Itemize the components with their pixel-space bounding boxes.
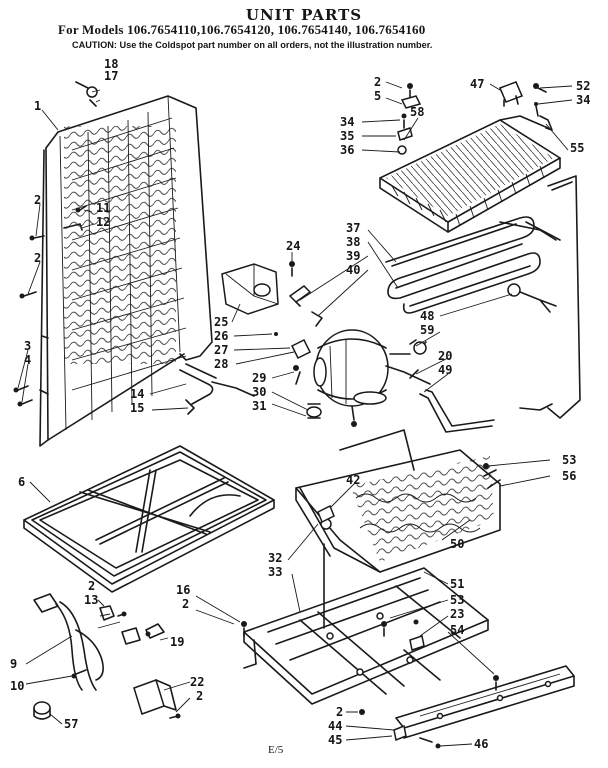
callout-55: 55 <box>570 141 584 155</box>
callout-2: 2 <box>196 689 203 703</box>
callout-34: 34 <box>576 93 590 107</box>
page-title: UNIT PARTS <box>245 6 363 24</box>
callout-17: 17 <box>104 69 118 83</box>
top-small-parts-drawing <box>397 81 553 155</box>
callout-42: 42 <box>346 473 360 487</box>
callout-15: 15 <box>130 401 144 415</box>
bottom-small-parts-drawing <box>33 543 499 749</box>
condenser-panel-drawing <box>39 95 213 447</box>
panel-screws-drawing <box>13 81 98 407</box>
condenser-coil-drawing <box>295 429 501 573</box>
callout-2: 2 <box>374 75 381 89</box>
callout-13: 13 <box>84 593 98 607</box>
callout-27: 27 <box>214 343 228 357</box>
callout-52: 52 <box>576 79 590 93</box>
callout-16: 16 <box>176 583 190 597</box>
callout-2: 2 <box>34 251 41 265</box>
defrost-heater-drawing <box>385 216 561 314</box>
callout-numbers: 1 18 17 2 11 12 2 3 4 14 15 24 25 26 27 … <box>10 57 590 751</box>
callout-39: 39 <box>346 249 360 263</box>
callout-51: 51 <box>450 577 464 591</box>
callout-36: 36 <box>340 143 354 157</box>
callout-2: 2 <box>88 579 95 593</box>
callout-1: 1 <box>34 99 41 113</box>
callout-3: 3 <box>24 339 31 353</box>
callout-32: 32 <box>268 551 282 565</box>
callout-20: 20 <box>438 349 452 363</box>
callout-45: 45 <box>328 733 342 747</box>
callout-34: 34 <box>340 115 354 129</box>
callout-22: 22 <box>190 675 204 689</box>
callout-49: 49 <box>438 363 452 377</box>
callout-35: 35 <box>340 129 354 143</box>
callout-59: 59 <box>420 323 434 337</box>
callout-50: 50 <box>450 537 464 551</box>
callout-28: 28 <box>214 357 228 371</box>
callout-26: 26 <box>214 329 228 343</box>
tubing-drawing <box>179 363 255 415</box>
callout-12: 12 <box>96 215 110 229</box>
model-numbers: For Models 106.7654110,106.7654120, 106.… <box>58 22 426 37</box>
callout-5: 5 <box>374 89 381 103</box>
callout-48: 48 <box>420 309 434 323</box>
callout-2: 2 <box>182 597 189 611</box>
callout-46: 46 <box>474 737 488 751</box>
callout-53: 53 <box>450 593 464 607</box>
leader-lines <box>17 81 573 747</box>
callout-2: 2 <box>34 193 41 207</box>
callout-4: 4 <box>24 353 31 367</box>
callout-30: 30 <box>252 385 266 399</box>
callout-18: 18 <box>104 57 118 71</box>
callout-58: 58 <box>410 105 424 119</box>
callout-24: 24 <box>286 239 300 253</box>
callout-38: 38 <box>346 235 360 249</box>
callout-40: 40 <box>346 263 360 277</box>
compressor-drawing <box>306 329 431 427</box>
callout-29: 29 <box>252 371 266 385</box>
callout-14: 14 <box>130 387 144 401</box>
base-frame-drawing <box>243 567 489 705</box>
callout-25: 25 <box>214 315 228 329</box>
caution-note: CAUTION: Use the Coldspot part number on… <box>72 40 433 50</box>
base-rail-drawing <box>395 665 575 739</box>
callout-23: 23 <box>450 607 464 621</box>
callout-44: 44 <box>328 719 342 733</box>
callout-54: 54 <box>450 623 464 637</box>
callout-57: 57 <box>64 717 78 731</box>
callout-10: 10 <box>10 679 24 693</box>
callout-9: 9 <box>10 657 17 671</box>
callout-19: 19 <box>170 635 184 649</box>
callout-31: 31 <box>252 399 266 413</box>
evaporator-plate-drawing <box>379 115 581 419</box>
callout-53: 53 <box>562 453 576 467</box>
callout-37: 37 <box>346 221 360 235</box>
callout-11: 11 <box>96 201 110 215</box>
page-code: E/5 <box>268 744 284 756</box>
callout-2: 2 <box>336 705 343 719</box>
relay-overload-drawing <box>221 261 323 385</box>
callout-6: 6 <box>18 475 25 489</box>
callout-47: 47 <box>470 77 484 91</box>
drain-pan-drawing <box>23 445 275 593</box>
callout-56: 56 <box>562 469 576 483</box>
drier-tubing-drawing <box>409 283 557 433</box>
callout-33: 33 <box>268 565 282 579</box>
